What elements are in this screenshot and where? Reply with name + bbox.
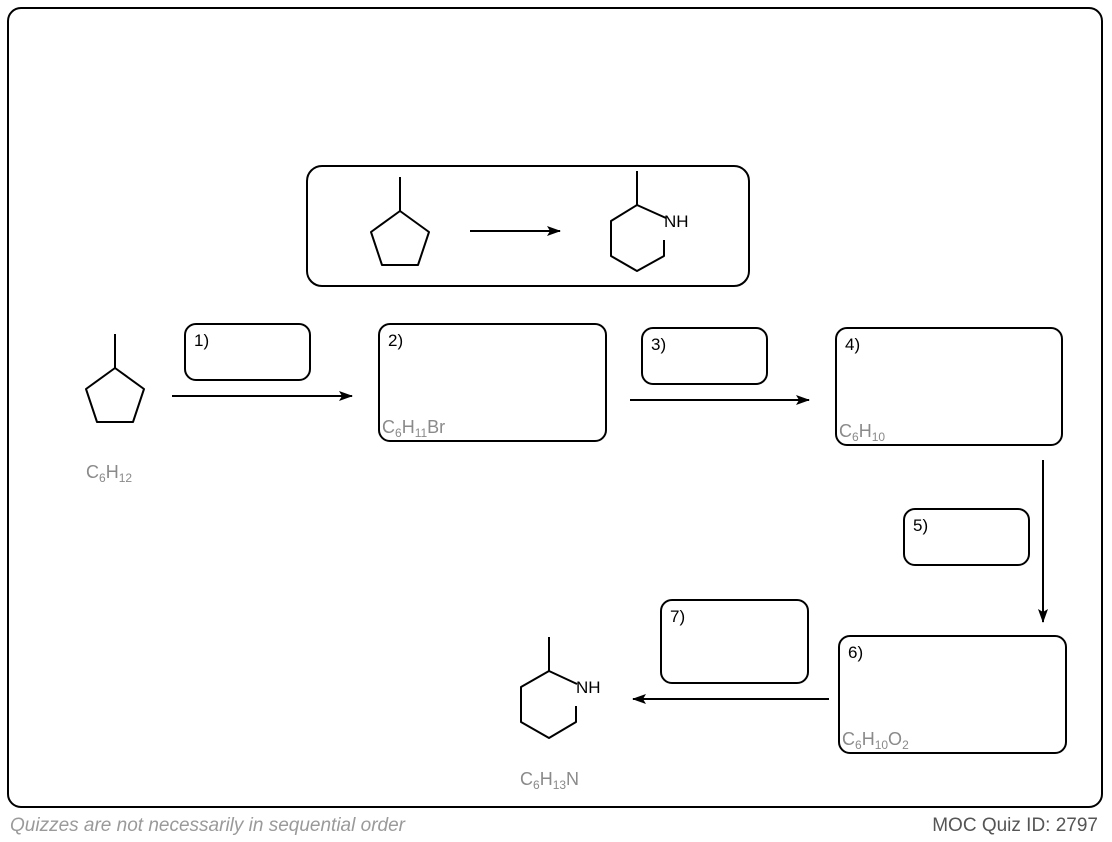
step-7-box[interactable]: 7) (660, 599, 809, 684)
step-3-box[interactable]: 3) (641, 327, 768, 385)
product-methylpiperidine (520, 637, 578, 739)
product-formula: C6H13N (520, 769, 580, 792)
step-2-box[interactable]: 2) C6H11Br (378, 323, 607, 442)
overview-methylcyclopentane (370, 177, 430, 266)
step-7-label: 7) (670, 607, 686, 626)
overview-nh-label: NH (664, 212, 689, 231)
step-1-box[interactable]: 1) (184, 323, 311, 381)
step-4-box[interactable]: 4) C6H10 (835, 327, 1063, 446)
step-4-formula: C6H10 (839, 421, 886, 444)
step-6-box[interactable]: 6) C6H10O2 (838, 635, 1067, 754)
step-4-label: 4) (845, 335, 861, 354)
quiz-id: MOC Quiz ID: 2797 (932, 815, 1098, 836)
start-methylcyclopentane (85, 334, 145, 423)
start-formula: C6H12 (86, 462, 133, 485)
step-3-label: 3) (651, 335, 667, 354)
footer-note: Quizzes are not necessarily in sequentia… (10, 815, 405, 836)
step-2-label: 2) (388, 331, 404, 350)
step-6-label: 6) (848, 643, 864, 662)
step-5-label: 5) (913, 516, 929, 535)
product-nh-label: NH (576, 678, 601, 697)
step-2-formula: C6H11Br (382, 417, 446, 440)
step-1-label: 1) (194, 331, 210, 350)
quiz-frame (7, 7, 1103, 808)
step-6-formula: C6H10O2 (842, 729, 909, 752)
step-5-box[interactable]: 5) (903, 508, 1030, 566)
overview-methylpiperidine (610, 171, 667, 272)
